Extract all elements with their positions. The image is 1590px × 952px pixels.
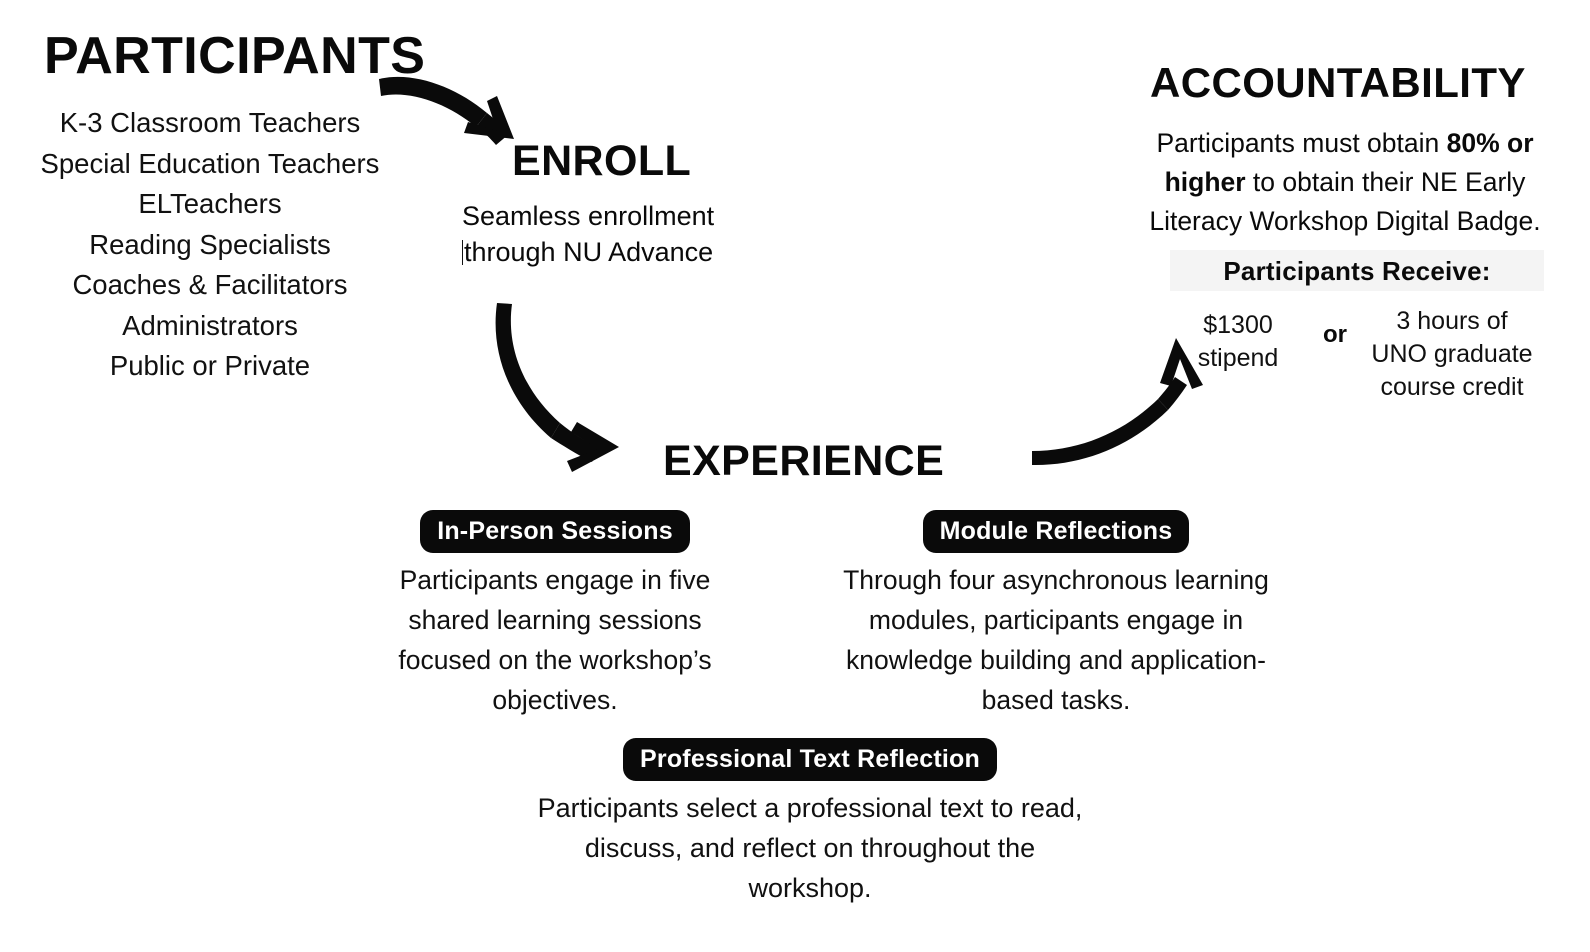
experience-card-copy: Participants engage in five shared learn… (398, 565, 712, 715)
participants-list-item: Special Education Teachers (40, 147, 380, 179)
accountability-text-part-2: to obtain their NE Early Literacy Worksh… (1149, 167, 1541, 236)
accountability-text-emphasis: 80% or higher (1164, 128, 1534, 197)
experience-card-copy: Participants select a professional text … (537, 793, 1083, 903)
participants-list-item: Coaches & Facilitators (72, 269, 348, 300)
participants-list-item: K-3 Classroom Teachers (59, 107, 361, 138)
experience-card-module-reflections: Module Reflections Through four asynchro… (830, 510, 1282, 720)
participants-receive-band: Participants Receive: (1170, 250, 1544, 291)
receive-option-stipend-word: stipend (1197, 344, 1279, 372)
text-caret-icon (462, 240, 463, 265)
participants-list-item: Public or Private (109, 350, 311, 381)
receive-option-credit-line-1: 3 hours of (1396, 307, 1508, 335)
arrow-enroll-to-experience (495, 303, 619, 472)
enroll-description-line-2: through NU Advance (464, 237, 714, 267)
experience-heading: EXPERIENCE (663, 437, 945, 485)
receive-option-separator: or (1323, 321, 1347, 348)
receive-option-credit-line-3: course credit (1380, 373, 1524, 401)
accountability-description: Participants must obtain 80% or higher t… (1140, 124, 1550, 241)
participants-receive-label: Participants Receive: (1223, 256, 1491, 286)
experience-card-pill-label: Professional Text Reflection (623, 738, 997, 781)
experience-card-in-person-sessions: In-Person Sessions Participants engage i… (366, 510, 744, 720)
accountability-heading: ACCOUNTABILITY (1150, 59, 1526, 106)
accountability-text-part-1: Participants must obtain (1156, 128, 1447, 158)
enroll-heading: ENROLL (512, 137, 692, 185)
participants-list: K-3 Classroom Teachers Special Education… (0, 103, 420, 387)
participants-list-item: Administrators (122, 309, 298, 341)
participants-heading: PARTICIPANTS (44, 27, 426, 85)
receive-option-course-credit: 3 hours of UNO graduate course credit (1364, 305, 1540, 404)
participants-receive-options: $1300 stipend or 3 hours of UNO graduate… (1155, 305, 1555, 404)
experience-card-professional-text-reflection: Professional Text Reflection Participant… (520, 738, 1100, 908)
receive-option-stipend-amount: $1300 (1203, 311, 1273, 339)
enroll-description-line-2-wrapper: through NU Advance (462, 234, 746, 270)
participants-list-item: ELTeachers (138, 188, 282, 219)
receive-option-credit-line-2: UNO graduate (1371, 340, 1533, 368)
experience-card-pill-label: Module Reflections (922, 510, 1190, 553)
enroll-description: Seamless enrollment through NU Advance (462, 198, 746, 270)
receive-option-stipend: $1300 stipend (1170, 305, 1306, 375)
enroll-description-line-1: Seamless enrollment (462, 201, 715, 231)
experience-card-pill-label: In-Person Sessions (420, 510, 690, 553)
experience-card-copy: Through four asynchronous learning modul… (843, 565, 1269, 715)
participants-list-item: Reading Specialists (89, 228, 331, 260)
